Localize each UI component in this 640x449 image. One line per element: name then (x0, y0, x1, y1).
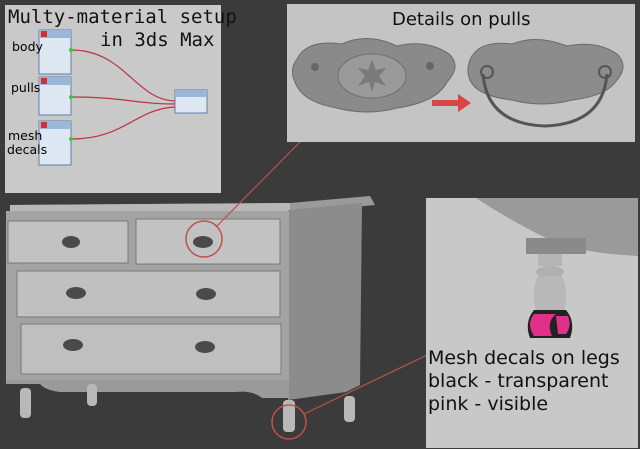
wire-pulls (70, 96, 176, 105)
mesh-decal-pink (530, 314, 570, 336)
legs-note-line1: Mesh decals on legs (428, 347, 620, 369)
dresser-skirt (6, 380, 289, 398)
pulls-illustration (291, 38, 624, 128)
material-title-line2: in 3ds Max (100, 29, 215, 51)
legs-detail-panel (426, 198, 638, 448)
multi-material-node (174, 89, 208, 114)
pull-highlight-circle (185, 220, 223, 258)
pull-plate-front (291, 38, 456, 113)
pulls-callout-line (215, 141, 301, 228)
slot-label-mesh: mesh (8, 128, 43, 143)
slot-label-decals: decals (7, 142, 48, 157)
pulls-detail-panel (287, 4, 635, 142)
material-title-line1: Multy-material setup (8, 6, 237, 28)
material-editor-panel (5, 5, 221, 193)
material-node-graph (38, 29, 208, 166)
wire-mesh-decals (70, 106, 176, 140)
dresser-legs (20, 384, 355, 432)
slot-label-body: body (12, 39, 43, 54)
wire-body (70, 49, 176, 102)
pull-plate-with-bail (467, 39, 624, 128)
legs-callout-line (303, 354, 428, 415)
arrow-icon (432, 94, 471, 112)
legs-note-line3: pink - visible (428, 393, 549, 415)
dresser-side (288, 203, 362, 400)
drawers (7, 218, 282, 375)
legs-note-line2: black - transparent (428, 370, 609, 392)
drawer-pulls (62, 236, 216, 353)
leg-highlight-circle (271, 404, 307, 440)
material-node-body (38, 29, 72, 75)
pulls-title: Details on pulls (392, 9, 531, 30)
material-node-pulls (38, 76, 72, 116)
leg-closeup (476, 198, 638, 338)
slot-label-pulls: pulls (11, 80, 41, 95)
material-node-mesh-decals (38, 120, 72, 166)
